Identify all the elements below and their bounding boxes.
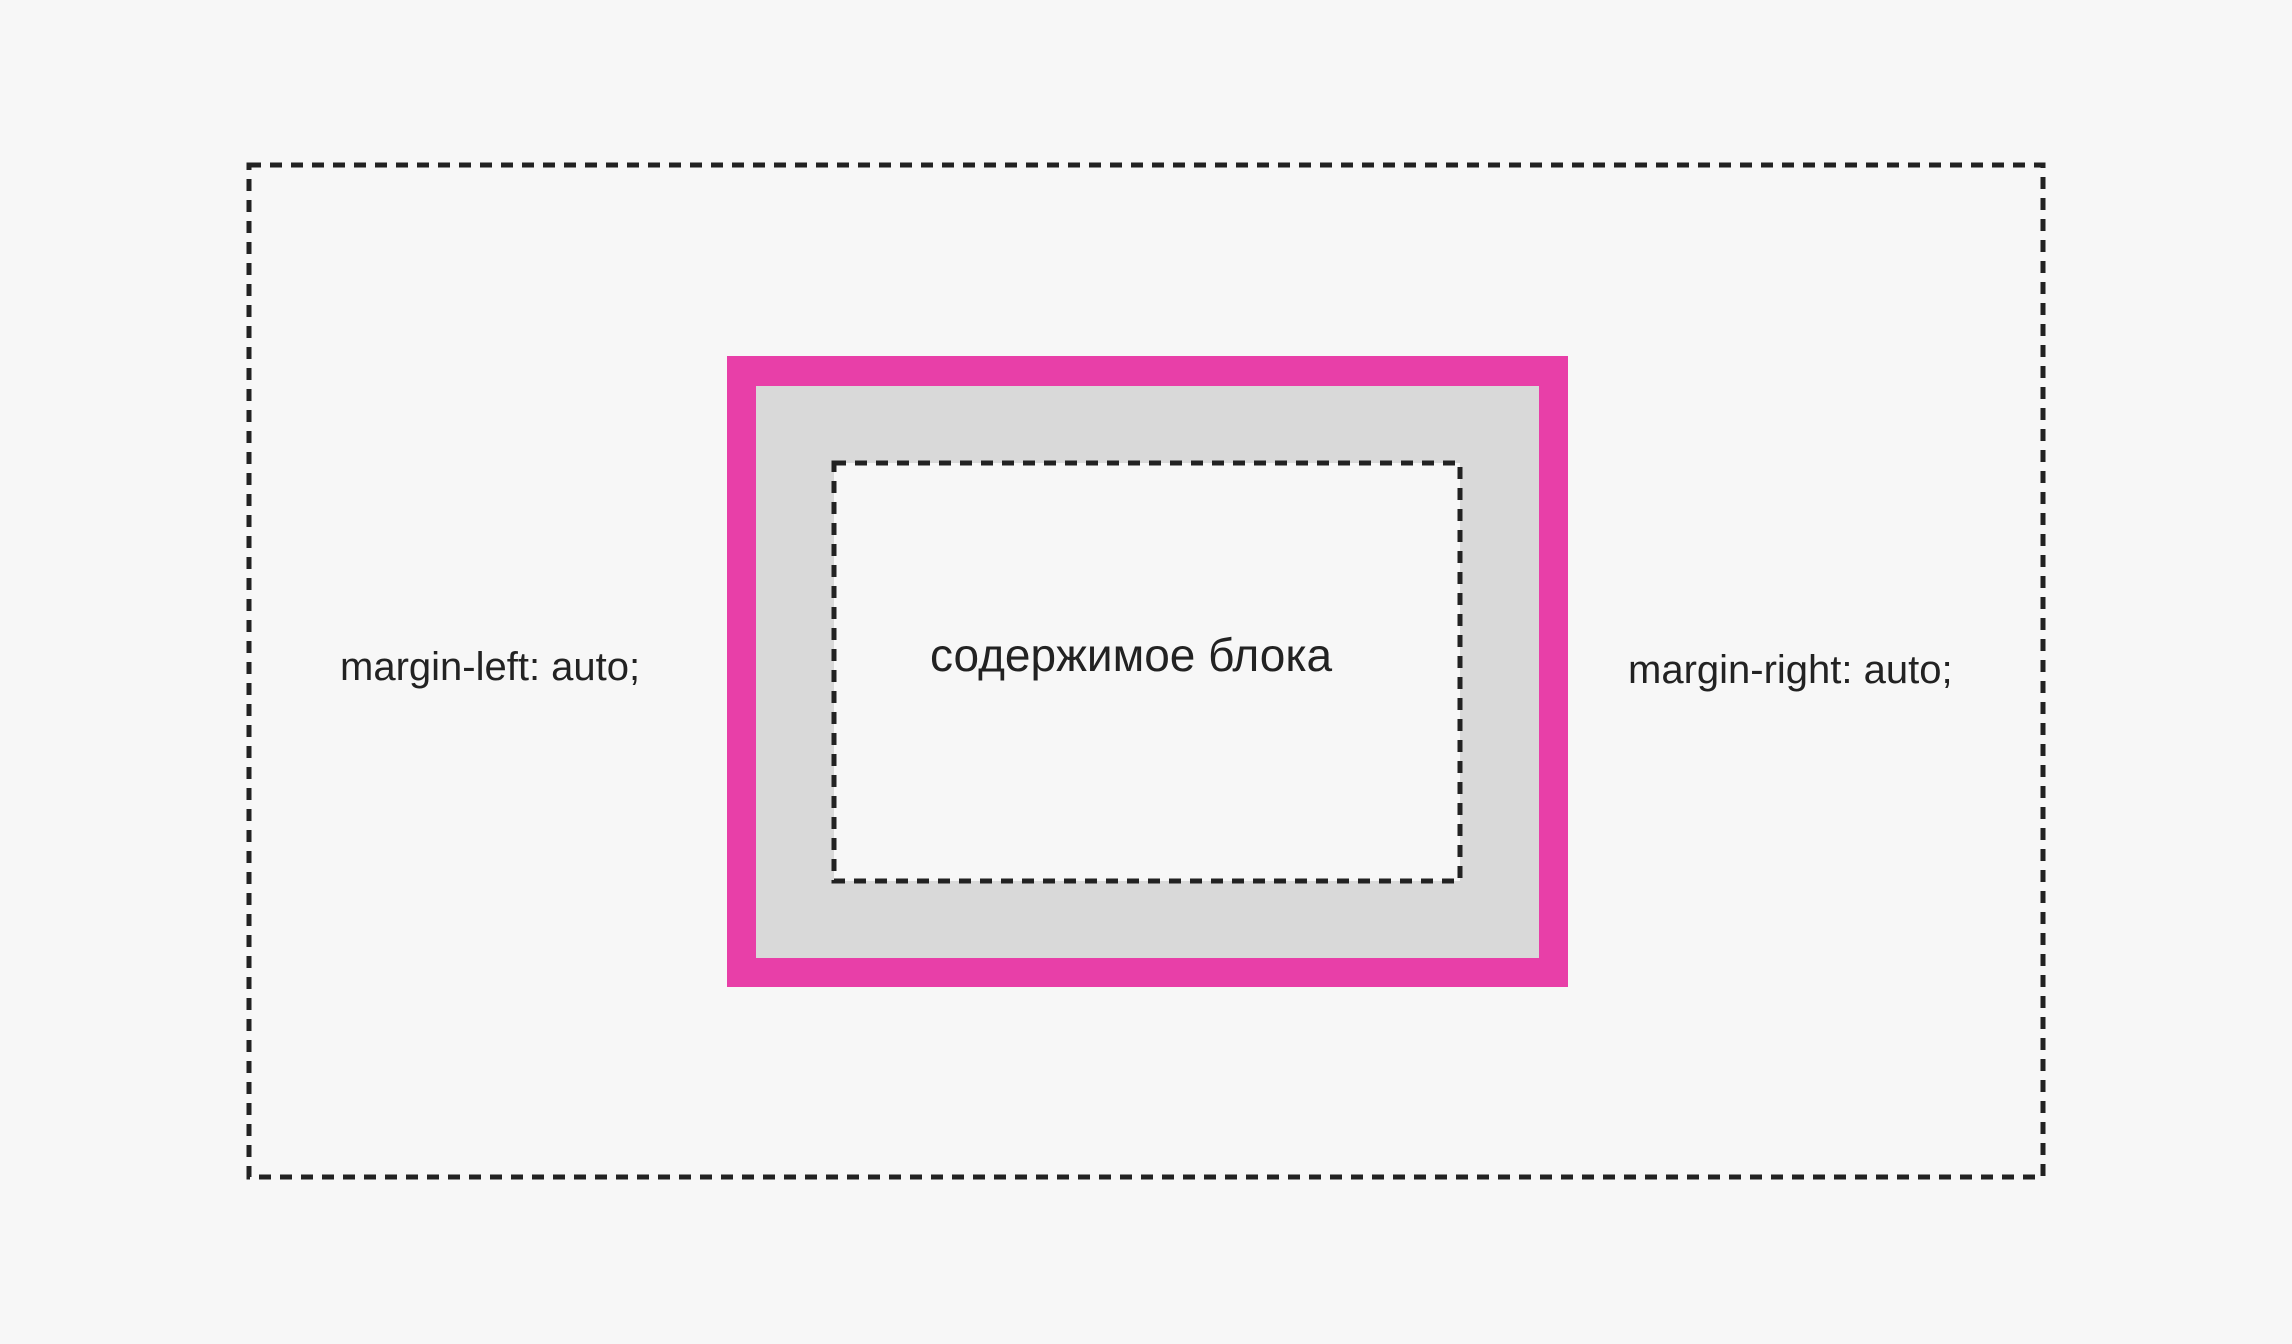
container-outline [246,162,2046,1180]
margin-right-label: margin-right: auto; [1628,648,1953,692]
block-content-area [834,463,1460,881]
margin-left-label: margin-left: auto; [340,645,641,689]
content-outline [831,460,1463,884]
content-label: содержимое блока [930,629,1333,681]
